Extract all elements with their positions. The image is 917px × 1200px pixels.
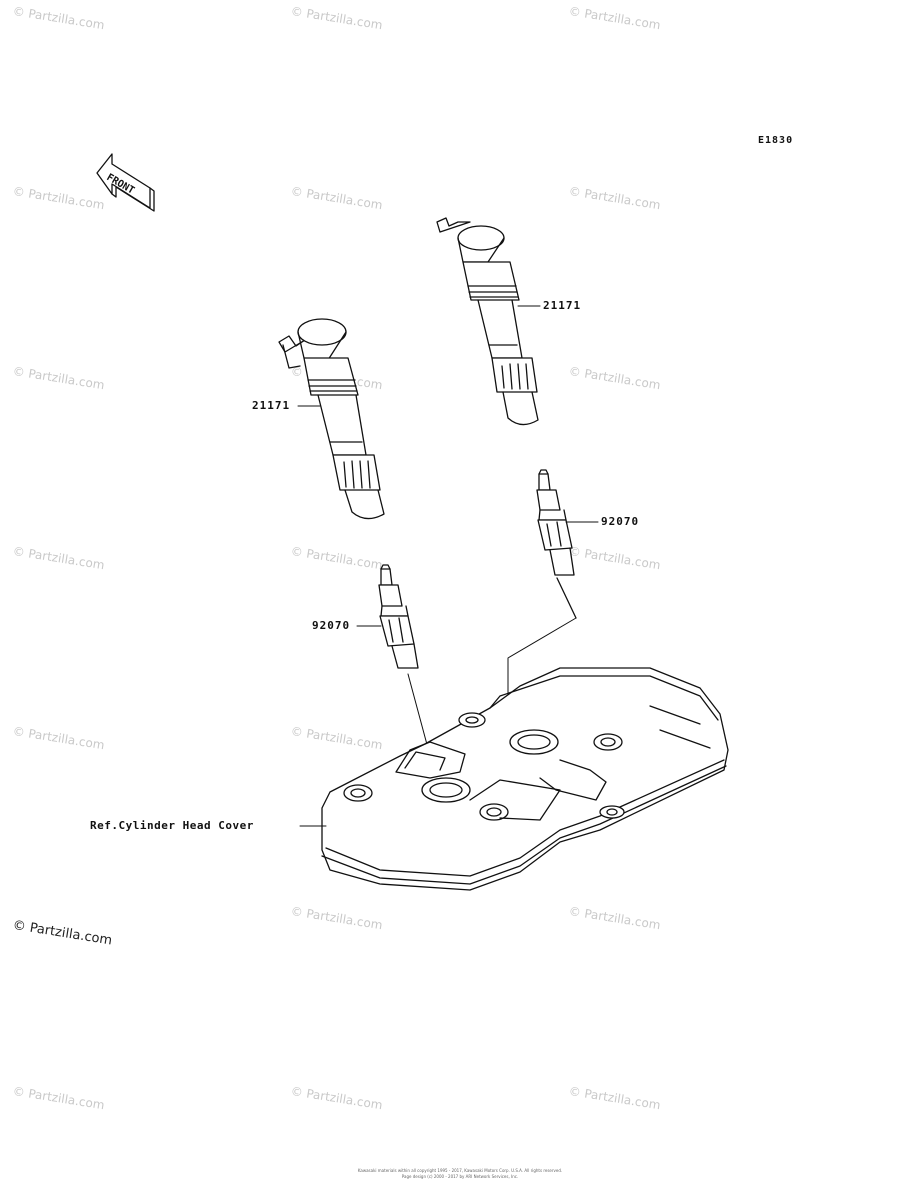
footer-copyright-line2: Page design (c) 2000 - 2017 by ARI Netwo…	[401, 1174, 519, 1179]
footer-copyright-line1: Kawasaki materials within all copyright …	[357, 1168, 563, 1173]
spark-plug-right	[536, 469, 577, 619]
ignition-coil-left	[278, 318, 385, 520]
part-number-plug-left[interactable]: 92070	[312, 619, 351, 632]
part-number-plug-right[interactable]: 92070	[601, 515, 640, 528]
diagram-code: E1830	[758, 135, 794, 146]
spark-plug-left	[378, 564, 419, 669]
part-number-coil-left[interactable]: 21171	[252, 399, 291, 412]
cylinder-head-cover-ref-label: Ref.Cylinder Head Cover	[90, 819, 254, 832]
part-number-coil-right[interactable]: 21171	[543, 299, 582, 312]
cylinder-head-cover	[321, 667, 729, 891]
ignition-coil-right	[436, 217, 539, 426]
front-arrow-icon	[96, 153, 155, 212]
